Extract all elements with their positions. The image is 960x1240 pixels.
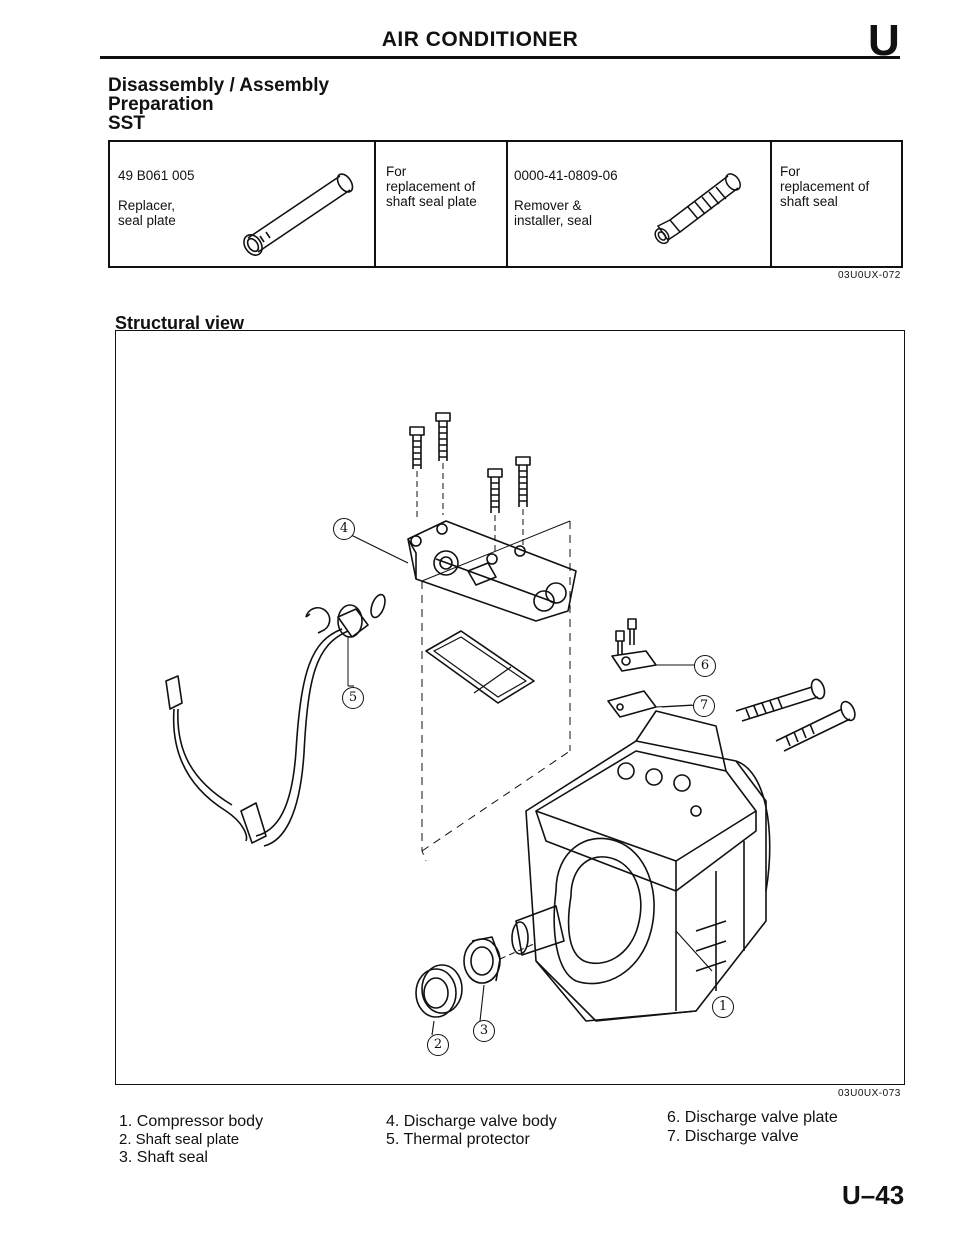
table-divider — [770, 142, 772, 266]
shaft-seal — [463, 936, 501, 984]
page-number: U–43 — [842, 1180, 905, 1210]
seal-remover-installer-illustration — [654, 173, 741, 245]
gasket — [425, 630, 535, 704]
compressor-exploded-diagram — [165, 412, 856, 1036]
callout-5: 5 — [342, 687, 364, 709]
callout-6: 6 — [694, 655, 716, 677]
tool-use: shaft seal plate — [386, 194, 477, 209]
legend-item: 4. Discharge valve body — [386, 1113, 557, 1130]
discharge-valve — [607, 690, 657, 718]
legend-item: 6. Discharge valve plate — [667, 1109, 838, 1126]
tool-use: replacement of — [386, 179, 476, 194]
o-ring — [370, 593, 386, 619]
tool-use: For — [780, 164, 801, 179]
legend-item: 2. Shaft seal plate — [119, 1131, 240, 1148]
structural-view-heading: Structural view — [115, 313, 245, 333]
header-rule — [100, 56, 900, 59]
figure-code: 03U0UX-072 — [838, 270, 901, 281]
tool-use: For — [386, 164, 407, 179]
thermal-protector — [165, 604, 369, 847]
sst-table: 49 B061 005 Replacer, seal plate For rep… — [108, 140, 903, 268]
bolt — [487, 468, 503, 513]
figure-code: 03U0UX-073 — [838, 1088, 901, 1099]
seal-plate-replacer-illustration — [243, 173, 354, 256]
tool-name: seal plate — [118, 213, 176, 228]
tool-name: Replacer, — [118, 198, 176, 213]
callout-2: 2 — [427, 1034, 449, 1056]
bolt — [515, 456, 531, 507]
shaft — [511, 905, 565, 956]
subsection-heading: Preparation — [108, 94, 214, 115]
bolt — [435, 412, 451, 461]
page-title: AIR CONDITIONER — [381, 28, 579, 51]
circlip — [305, 607, 331, 634]
tool-part-number: 0000-41-0809-06 — [514, 168, 618, 183]
tool-use: replacement of — [780, 179, 870, 194]
table-divider — [506, 142, 508, 266]
legend-item: 7. Discharge valve — [667, 1128, 799, 1145]
callout-4: 4 — [333, 518, 355, 540]
section-heading: Disassembly / Assembly — [108, 75, 330, 96]
callout-1: 1 — [712, 996, 734, 1018]
discharge-valve-body — [407, 520, 577, 622]
tool-use: shaft seal — [780, 194, 838, 209]
callout-7: 7 — [693, 695, 715, 717]
structural-view-frame — [115, 330, 905, 1085]
callout-3: 3 — [473, 1020, 495, 1042]
through-bolt — [735, 678, 826, 722]
legend-item: 5. Thermal protector — [386, 1131, 530, 1148]
compressor-body — [525, 710, 771, 1022]
discharge-valve-plate — [611, 618, 657, 672]
through-bolt — [775, 700, 856, 752]
tool-name: Remover & — [514, 198, 582, 213]
tool-name: installer, seal — [514, 213, 593, 228]
sst-heading: SST — [108, 113, 145, 134]
legend-item: 3. Shaft seal — [119, 1149, 208, 1166]
legend-item: 1. Compressor body — [119, 1113, 264, 1130]
shaft-seal-plate — [415, 964, 463, 1018]
table-divider — [374, 142, 376, 266]
tool-part-number: 49 B061 005 — [118, 168, 195, 183]
bolt — [409, 426, 425, 469]
